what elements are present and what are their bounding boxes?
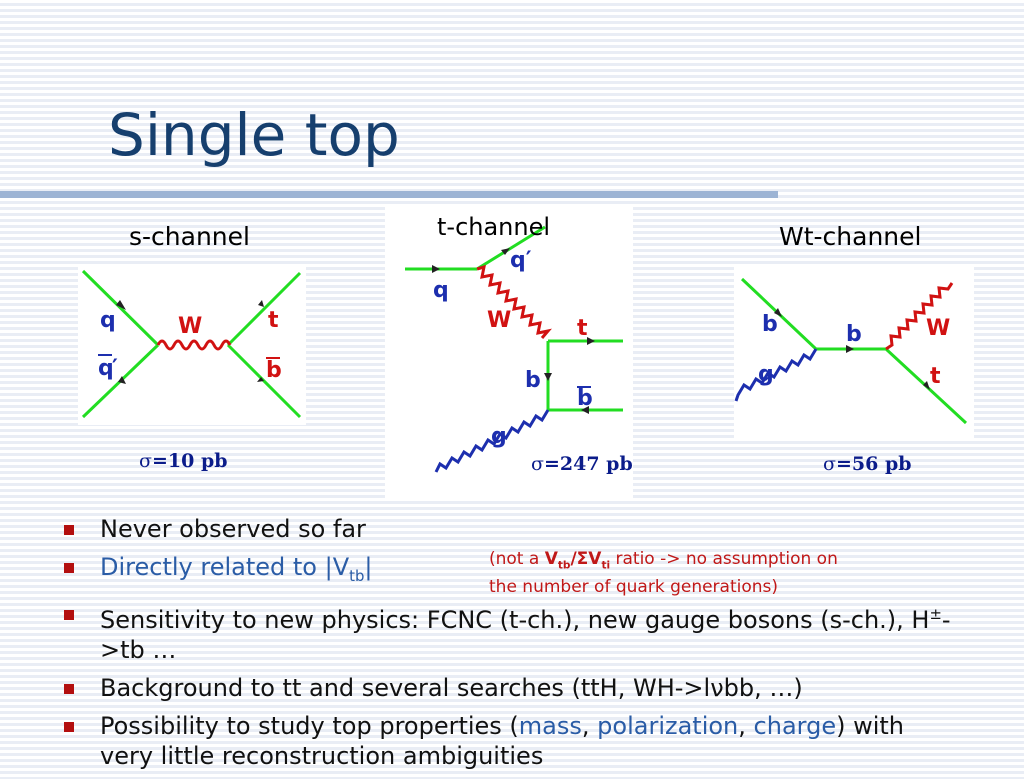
s-channel-diagram: q q ′ W t b: [78, 265, 306, 425]
t-bbar-label: b: [577, 386, 593, 411]
s-q-label: q: [100, 308, 116, 333]
s-channel-cross-section: σ=10 pb: [139, 450, 228, 472]
t-b-label: b: [525, 368, 541, 393]
bullet-item: Never observed so far: [62, 514, 962, 544]
s-qbar-label: q: [98, 356, 114, 381]
vtb-note: (not a Vtb/ΣVti ratio -> no assumption o…: [489, 549, 838, 598]
sigma-symbol: σ: [139, 450, 152, 472]
wt-b-in-label: b: [762, 312, 778, 337]
wt-channel-cross-section: σ=56 pb: [823, 453, 912, 475]
bullet-marker: [64, 609, 74, 620]
s-t-label: t: [268, 308, 279, 333]
wt-t-label: t: [930, 364, 941, 389]
bullet-list: Never observed so far Directly related t…: [62, 514, 962, 779]
t-w-label: W: [487, 308, 511, 333]
bullet-marker: [64, 525, 74, 535]
bullet-item: Sensitivity to new physics: FCNC (t-ch.)…: [62, 599, 962, 665]
slide-title: Single top: [108, 101, 400, 169]
sigma-symbol: σ: [531, 453, 544, 475]
wt-b-mid-label: b: [846, 322, 862, 347]
sigma-symbol: σ: [823, 453, 836, 475]
s-channel-label: s-channel: [129, 222, 250, 251]
bullet-item: Possibility to study top properties (mas…: [62, 711, 962, 771]
bullet-marker: [64, 683, 74, 694]
bullet-item: Directly related to |Vtb|: [62, 552, 962, 591]
t-channel-cross-section: σ=247 pb: [531, 453, 633, 475]
wt-w-label: W: [926, 316, 950, 341]
wt-channel-diagram: b b W t g: [734, 265, 974, 438]
t-t-label: t: [577, 316, 588, 341]
bullet-item: Background to tt and several searches (t…: [62, 673, 962, 703]
bullet-marker: [64, 721, 74, 732]
t-channel-label: t-channel: [437, 213, 550, 241]
t-q-label: q: [433, 278, 449, 303]
title-underline: [0, 191, 778, 198]
t-channel-diagram: t-channel q q′ W t b b g: [385, 205, 633, 498]
s-bbar-label: b: [266, 358, 282, 383]
bullet-marker: [64, 563, 74, 573]
s-qprime-label: ′: [112, 356, 118, 381]
wt-g-label: g: [758, 362, 774, 387]
s-w-label: W: [178, 314, 202, 339]
t-qprime-label: q′: [510, 248, 532, 273]
t-g-label: g: [491, 424, 507, 449]
wt-channel-label: Wt-channel: [779, 222, 922, 251]
